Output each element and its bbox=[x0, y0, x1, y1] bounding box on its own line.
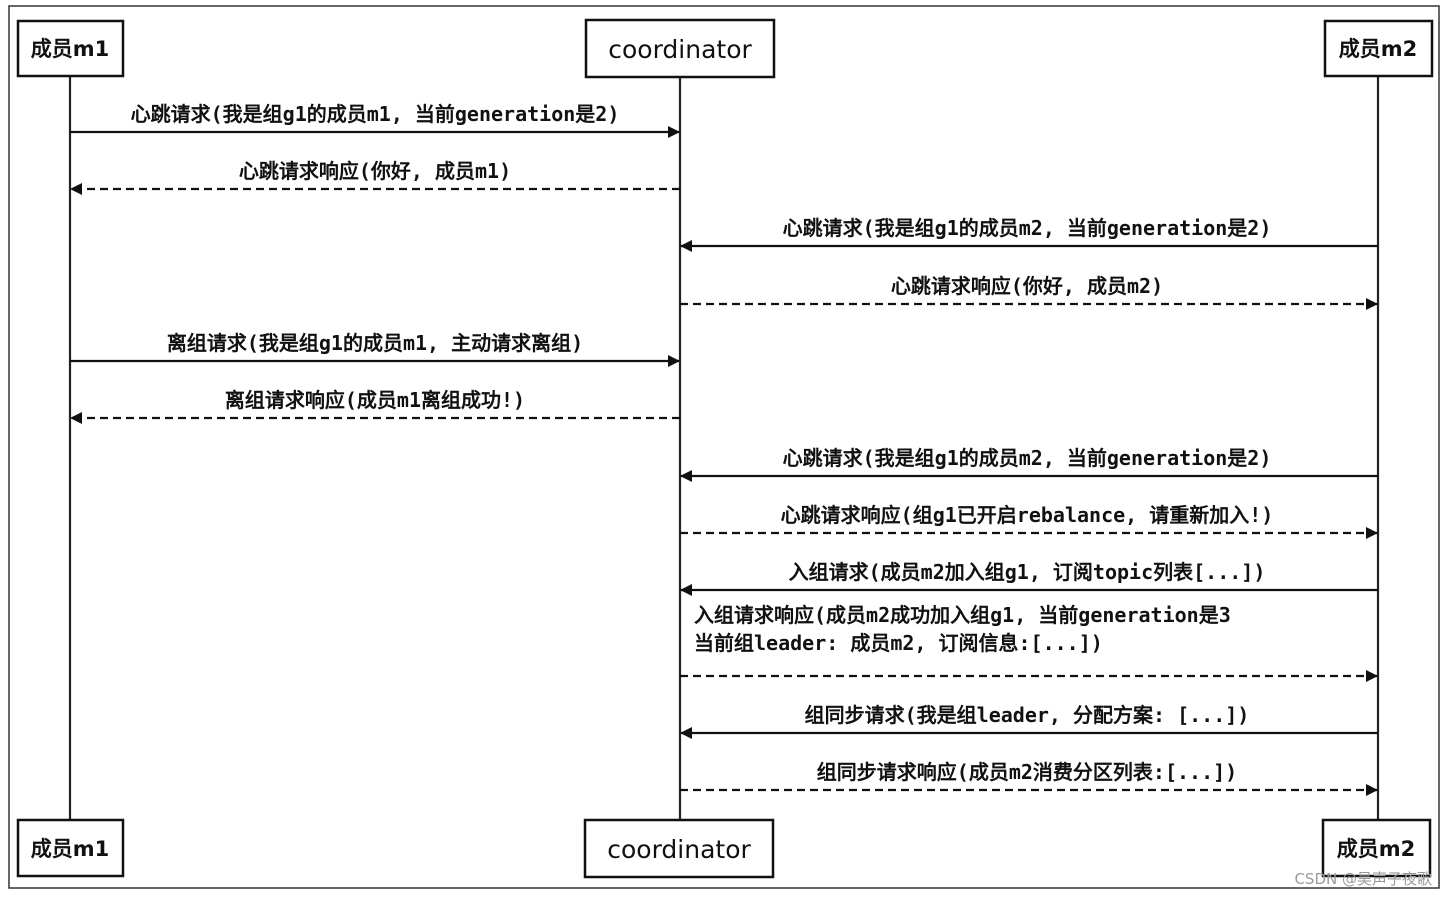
participant-coordinator-label: coordinator bbox=[607, 835, 751, 864]
participant-m1-label: 成员m1 bbox=[31, 37, 110, 61]
message-8: 心跳请求响应(组g1已开启rebalance, 请重新加入!) bbox=[680, 503, 1378, 539]
message-12: 组同步请求响应(成员m2消费分区列表:[...]) bbox=[680, 760, 1378, 796]
message-1: 心跳请求(我是组g1的成员m1, 当前generation是2) bbox=[70, 102, 680, 138]
message-label: 心跳请求响应(你好, 成员m1) bbox=[239, 159, 511, 183]
message-10: 入组请求响应(成员m2成功加入组g1, 当前generation是3 当前组le… bbox=[680, 603, 1378, 682]
message-label: 心跳请求响应(你好, 成员m2) bbox=[891, 274, 1163, 298]
message-label: 组同步请求响应(成员m2消费分区列表:[...]) bbox=[817, 760, 1237, 784]
message-2: 心跳请求响应(你好, 成员m1) bbox=[70, 159, 680, 195]
message-7: 心跳请求(我是组g1的成员m2, 当前generation是2) bbox=[680, 446, 1378, 482]
participant-m1-label: 成员m1 bbox=[31, 837, 110, 861]
message-3: 心跳请求(我是组g1的成员m2, 当前generation是2) bbox=[680, 216, 1378, 252]
participant-m2-label: 成员m2 bbox=[1339, 37, 1418, 61]
message-label-line-1: 入组请求响应(成员m2成功加入组g1, 当前generation是3 bbox=[694, 603, 1231, 627]
participant-m2-bottom: 成员m2 bbox=[1321, 818, 1432, 878]
message-label: 组同步请求(我是组leader, 分配方案: [...]) bbox=[805, 703, 1250, 727]
message-6: 离组请求响应(成员m1离组成功!) bbox=[70, 388, 680, 424]
participant-coordinator-bottom: coordinator bbox=[583, 818, 775, 879]
message-4: 心跳请求响应(你好, 成员m2) bbox=[680, 274, 1378, 310]
message-label: 离组请求(我是组g1的成员m1, 主动请求离组) bbox=[167, 331, 583, 355]
participant-coordinator-top: coordinator bbox=[584, 18, 776, 79]
message-5: 离组请求(我是组g1的成员m1, 主动请求离组) bbox=[70, 331, 680, 367]
message-label: 心跳请求响应(组g1已开启rebalance, 请重新加入!) bbox=[781, 503, 1274, 527]
message-label: 心跳请求(我是组g1的成员m1, 当前generation是2) bbox=[131, 102, 620, 126]
watermark-text: CSDN @吴声子夜歌 bbox=[1294, 870, 1432, 888]
participant-m2-label: 成员m2 bbox=[1337, 837, 1416, 861]
message-9: 入组请求(成员m2加入组g1, 订阅topic列表[...]) bbox=[680, 560, 1378, 596]
participant-coordinator-label: coordinator bbox=[608, 35, 752, 64]
message-label: 心跳请求(我是组g1的成员m2, 当前generation是2) bbox=[783, 216, 1272, 240]
participant-m2-top: 成员m2 bbox=[1323, 19, 1434, 78]
diagram-frame bbox=[8, 5, 1440, 889]
message-label: 心跳请求(我是组g1的成员m2, 当前generation是2) bbox=[783, 446, 1272, 470]
message-label: 离组请求响应(成员m1离组成功!) bbox=[225, 388, 525, 412]
participant-m1-top: 成员m1 bbox=[16, 19, 125, 78]
message-label-line-2: 当前组leader: 成员m2, 订阅信息:[...]) bbox=[694, 631, 1103, 655]
participant-m1-bottom: 成员m1 bbox=[16, 818, 125, 878]
message-label: 入组请求(成员m2加入组g1, 订阅topic列表[...]) bbox=[789, 560, 1266, 584]
message-11: 组同步请求(我是组leader, 分配方案: [...]) bbox=[680, 703, 1378, 739]
